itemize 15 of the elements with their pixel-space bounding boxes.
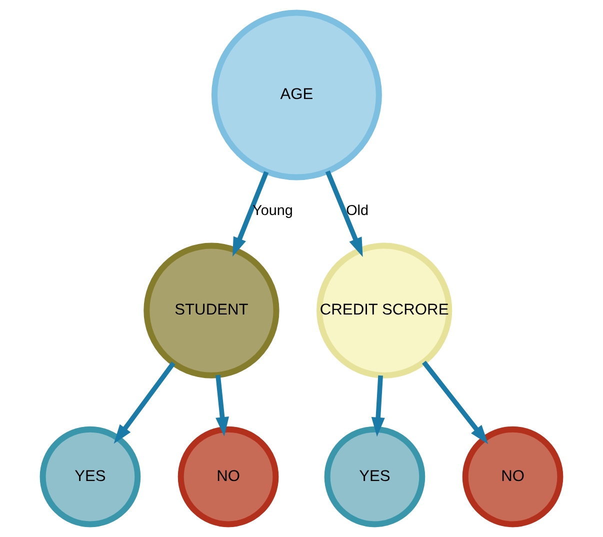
node-circle: NO bbox=[462, 426, 564, 528]
node-circle: STUDENT bbox=[144, 242, 280, 378]
arrow bbox=[216, 374, 229, 436]
arrow bbox=[325, 170, 363, 257]
node-circle: YES bbox=[40, 426, 141, 528]
arrow bbox=[371, 375, 385, 437]
node-circle: NO bbox=[178, 426, 279, 528]
edge-label: Old bbox=[346, 203, 369, 220]
arrow bbox=[232, 171, 269, 257]
node-circle: YES bbox=[324, 426, 426, 528]
node-circle: AGE bbox=[211, 10, 382, 180]
edge-label: Young bbox=[252, 203, 293, 220]
node-circle: CREDIT SCRORE bbox=[316, 242, 452, 378]
arrow bbox=[114, 362, 176, 444]
arrow bbox=[422, 360, 488, 444]
